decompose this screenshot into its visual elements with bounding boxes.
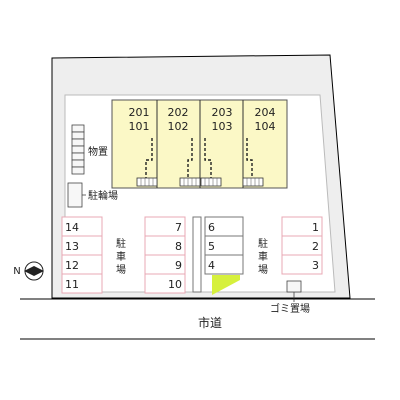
parking-slot-number: 3 bbox=[312, 259, 319, 272]
parking-slot-number: 4 bbox=[208, 259, 215, 272]
storage-unit bbox=[71, 145, 85, 154]
unit-203: 203 bbox=[212, 106, 233, 119]
parking-slot-number: 1 bbox=[312, 221, 319, 234]
entrance-step bbox=[136, 177, 158, 187]
bicycle-parking-label: 駐輪場 bbox=[88, 189, 118, 202]
compass-needle-icon bbox=[24, 266, 44, 276]
access-path bbox=[187, 138, 193, 178]
parking-slot-4 bbox=[204, 254, 244, 275]
north-arrow: N bbox=[13, 261, 44, 281]
parking-label-char: 車 bbox=[116, 250, 126, 263]
unit-103: 103 bbox=[212, 120, 233, 133]
parking-slot-11 bbox=[61, 273, 103, 294]
entrance-step bbox=[179, 177, 201, 187]
parking-slot-number: 9 bbox=[175, 259, 182, 272]
parking-slot-number: 12 bbox=[65, 259, 79, 272]
access-path bbox=[145, 138, 153, 178]
unit-104: 104 bbox=[255, 120, 276, 133]
unit-labels: 201 202 203 204 101 102 103 104 bbox=[129, 106, 276, 133]
parking-slot-3 bbox=[281, 254, 323, 275]
unit-101: 101 bbox=[129, 120, 150, 133]
green-area bbox=[212, 275, 240, 295]
parking-slot-number: 11 bbox=[65, 278, 79, 291]
storage-label: 物置 bbox=[88, 145, 108, 158]
garbage-area bbox=[286, 280, 302, 293]
access-path bbox=[204, 138, 212, 178]
storage-stack bbox=[71, 124, 85, 175]
road-label: 市道 bbox=[198, 315, 222, 330]
parking-label-char: 車 bbox=[258, 250, 268, 263]
storage-unit bbox=[71, 152, 85, 161]
parking-label-char: 駐 bbox=[116, 237, 126, 250]
parking-slot-number: 13 bbox=[65, 240, 79, 253]
north-label: N bbox=[13, 266, 20, 277]
parking-slot-10 bbox=[144, 273, 186, 294]
garbage-label: ゴミ置場 bbox=[270, 302, 310, 315]
parking-slot-number: 2 bbox=[312, 240, 319, 253]
unit-202: 202 bbox=[168, 106, 189, 119]
parking-slot-number: 7 bbox=[175, 221, 182, 234]
storage-unit bbox=[71, 124, 85, 133]
storage-unit bbox=[71, 131, 85, 140]
bicycle-parking-shed bbox=[67, 182, 83, 208]
parking-slot-number: 6 bbox=[208, 221, 215, 234]
parking-slot-number: 5 bbox=[208, 240, 215, 253]
parking-label-char: 場 bbox=[258, 263, 268, 276]
unit-204: 204 bbox=[255, 106, 276, 119]
entrance-step bbox=[200, 177, 222, 187]
parking-label-char: 駐 bbox=[258, 237, 268, 250]
unit-201: 201 bbox=[129, 106, 150, 119]
parking-slot-number: 10 bbox=[168, 278, 182, 291]
parking-curb bbox=[192, 216, 202, 293]
storage-unit bbox=[71, 138, 85, 147]
parking-slot-number: 8 bbox=[175, 240, 182, 253]
entrance-steps bbox=[136, 177, 264, 187]
parking-slot-number: 14 bbox=[65, 221, 79, 234]
storage-unit bbox=[71, 166, 85, 175]
unit-102: 102 bbox=[168, 120, 189, 133]
storage-unit bbox=[71, 159, 85, 168]
access-path bbox=[246, 138, 253, 178]
parking-label-char: 場 bbox=[116, 263, 126, 276]
entrance-step bbox=[242, 177, 264, 187]
